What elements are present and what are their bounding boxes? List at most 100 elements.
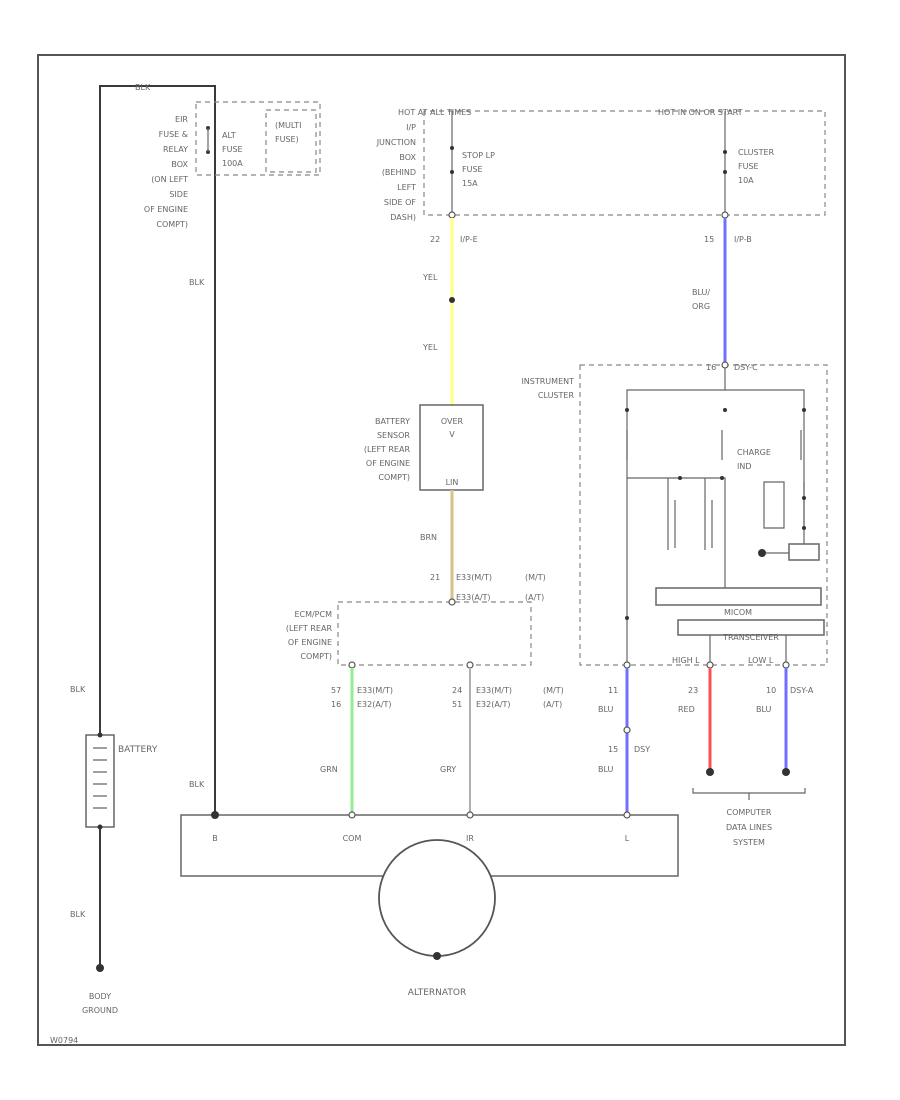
body-ground-label: BODY — [89, 992, 111, 1001]
svg-text:(BEHIND: (BEHIND — [382, 168, 416, 177]
svg-text:LIN: LIN — [446, 478, 459, 487]
svg-text:SENSOR: SENSOR — [377, 431, 410, 440]
svg-text:(ON LEFT: (ON LEFT — [151, 175, 188, 184]
svg-text:BLK: BLK — [189, 278, 205, 287]
svg-text:GRN: GRN — [320, 765, 338, 774]
stop-lp-fuse-icon — [450, 111, 454, 215]
svg-text:CHARGE: CHARGE — [737, 448, 771, 457]
svg-text:24: 24 — [452, 686, 462, 695]
eir-fuse-relay-box: EIR FUSE & RELAY BOX (ON LEFT SIDE OF EN… — [144, 101, 321, 229]
svg-text:BRN: BRN — [420, 533, 437, 542]
svg-text:OF ENGINE: OF ENGINE — [288, 638, 332, 647]
svg-text:GRY: GRY — [440, 765, 456, 774]
battery-label: BATTERY — [118, 745, 158, 755]
alternator-rotor-icon — [378, 839, 496, 957]
svg-text:(A/T): (A/T) — [543, 700, 562, 709]
svg-text:DASH): DASH) — [390, 213, 416, 222]
alternator-label: ALTERNATOR — [408, 988, 466, 998]
micom-label: MICOM — [724, 608, 752, 617]
svg-text:16: 16 — [331, 700, 341, 709]
alt-fuse-icon — [206, 126, 210, 154]
svg-text:LOW L: LOW L — [748, 656, 774, 665]
svg-text:(M/T): (M/T) — [543, 686, 564, 695]
transceiver-label: TRANSCEIVER — [722, 633, 779, 642]
svg-text:E32(A/T): E32(A/T) — [476, 700, 511, 709]
svg-text:YEL: YEL — [422, 343, 438, 352]
svg-text:IR: IR — [466, 834, 474, 843]
svg-text:SYSTEM: SYSTEM — [733, 838, 765, 847]
svg-text:I/P: I/P — [406, 123, 416, 132]
svg-text:E33(M/T): E33(M/T) — [456, 573, 492, 582]
svg-text:BLK: BLK — [70, 910, 86, 919]
svg-text:BLU: BLU — [756, 705, 772, 714]
battery-sensor: OVER V LIN — [419, 404, 484, 491]
computer-data-lines-bracket — [692, 788, 806, 800]
svg-text:B: B — [212, 834, 218, 843]
svg-text:(A/T): (A/T) — [525, 593, 544, 602]
svg-text:EIR: EIR — [175, 115, 188, 124]
svg-text:DSY-A: DSY-A — [790, 686, 814, 695]
cluster-fuse-icon — [723, 111, 727, 215]
svg-text:RELAY: RELAY — [163, 145, 188, 154]
svg-text:(MULTI: (MULTI — [275, 121, 301, 130]
diagram-frame — [37, 54, 846, 1046]
svg-text:15: 15 — [704, 235, 714, 244]
svg-text:IND: IND — [737, 462, 752, 471]
svg-text:15: 15 — [608, 745, 618, 754]
svg-text:SIDE: SIDE — [169, 190, 188, 199]
svg-text:OF ENGINE: OF ENGINE — [366, 459, 410, 468]
svg-text:51: 51 — [452, 700, 462, 709]
svg-text:FUSE: FUSE — [462, 165, 483, 174]
svg-text:STOP LP: STOP LP — [462, 151, 495, 160]
svg-text:16: 16 — [706, 363, 716, 372]
svg-text:BOX: BOX — [399, 153, 416, 162]
svg-text:E33(M/T): E33(M/T) — [357, 686, 393, 695]
svg-text:BATTERY: BATTERY — [375, 417, 410, 426]
svg-text:DSY: DSY — [634, 745, 650, 754]
svg-text:COM: COM — [343, 834, 362, 843]
svg-text:FUSE: FUSE — [738, 162, 759, 171]
svg-text:E32(A/T): E32(A/T) — [357, 700, 392, 709]
svg-text:ALT: ALT — [222, 131, 236, 140]
svg-text:FUSE: FUSE — [222, 145, 243, 154]
svg-text:DSY-C: DSY-C — [734, 363, 758, 372]
battery-main-circuit: BLK BLK BLK BLK BLK — [70, 83, 216, 968]
instrument-cluster — [579, 361, 828, 669]
svg-text:I/P-B: I/P-B — [734, 235, 752, 244]
blue-data-wire — [782, 668, 790, 776]
svg-text:HIGH L: HIGH L — [672, 656, 700, 665]
svg-text:E33(A/T): E33(A/T) — [456, 593, 491, 602]
svg-text:HOT AT ALL TIMES: HOT AT ALL TIMES — [398, 108, 471, 117]
svg-text:BLU: BLU — [598, 705, 614, 714]
footer-code: W0794 — [50, 1036, 78, 1045]
svg-text:10A: 10A — [738, 176, 754, 185]
svg-text:BLU/: BLU/ — [692, 288, 710, 297]
svg-text:ECM/PCM: ECM/PCM — [294, 610, 332, 619]
svg-text:BLK: BLK — [189, 780, 205, 789]
svg-text:11: 11 — [608, 686, 618, 695]
yellow-wire — [449, 218, 455, 405]
svg-text:FUSE): FUSE) — [275, 135, 299, 144]
svg-text:OF ENGINE: OF ENGINE — [144, 205, 188, 214]
svg-text:HOT IN ON OR START: HOT IN ON OR START — [658, 108, 743, 117]
svg-text:DATA LINES: DATA LINES — [726, 823, 772, 832]
svg-text:(M/T): (M/T) — [525, 573, 546, 582]
svg-text:COMPT): COMPT) — [300, 652, 332, 661]
svg-text:YEL: YEL — [422, 273, 438, 282]
alternator — [180, 811, 679, 960]
svg-text:CLUSTER: CLUSTER — [738, 148, 775, 157]
svg-text:ORG: ORG — [692, 302, 710, 311]
svg-text:L: L — [625, 834, 630, 843]
svg-text:GROUND: GROUND — [82, 1006, 118, 1015]
svg-text:FUSE &: FUSE & — [159, 130, 188, 139]
svg-text:(LEFT REAR: (LEFT REAR — [364, 445, 411, 454]
svg-text:LEFT: LEFT — [397, 183, 416, 192]
svg-text:COMPT): COMPT) — [156, 220, 188, 229]
svg-text:(LEFT REAR: (LEFT REAR — [286, 624, 333, 633]
svg-text:BLK: BLK — [70, 685, 86, 694]
svg-text:BLU: BLU — [598, 765, 614, 774]
red-data-wire — [706, 668, 714, 776]
svg-text:OVER: OVER — [441, 417, 464, 426]
svg-text:CLUSTER: CLUSTER — [538, 391, 575, 400]
